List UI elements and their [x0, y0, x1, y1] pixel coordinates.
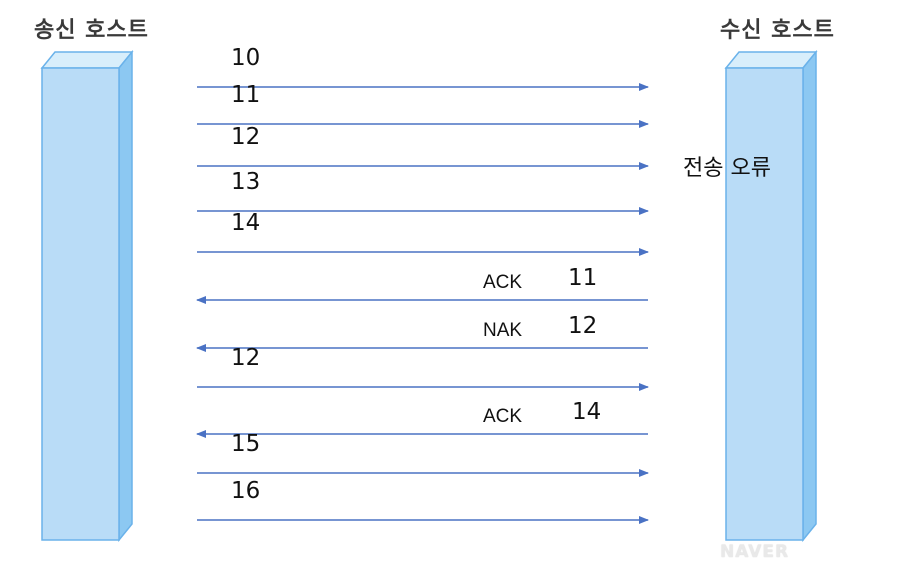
ack-number-label: 14: [572, 399, 602, 425]
ack-type-label: ACK: [483, 272, 523, 293]
receiver-host-bar: [724, 49, 818, 543]
naver-watermark: NAVER: [720, 542, 790, 562]
sequence-number-label: 13: [231, 169, 261, 195]
ack-number-label: 12: [568, 313, 598, 339]
sender-host-bar: [40, 49, 134, 543]
sequence-number-label: 12: [231, 124, 261, 150]
sequence-number-label: 11: [231, 82, 261, 108]
sequence-number-label: 12: [231, 345, 261, 371]
sequence-number-label: 16: [231, 478, 261, 504]
receiver-host-title: 수신 호스트: [720, 18, 835, 43]
ack-type-label: ACK: [483, 406, 523, 427]
transmission-error-note: 전송 오류: [683, 156, 771, 181]
ack-type-label: NAK: [483, 320, 523, 341]
ack-number-label: 11: [568, 265, 598, 291]
sequence-number-label: 10: [231, 45, 261, 71]
sender-host-title: 송신 호스트: [34, 18, 149, 43]
sequence-number-label: 15: [231, 431, 261, 457]
sequence-number-label: 14: [231, 210, 261, 236]
